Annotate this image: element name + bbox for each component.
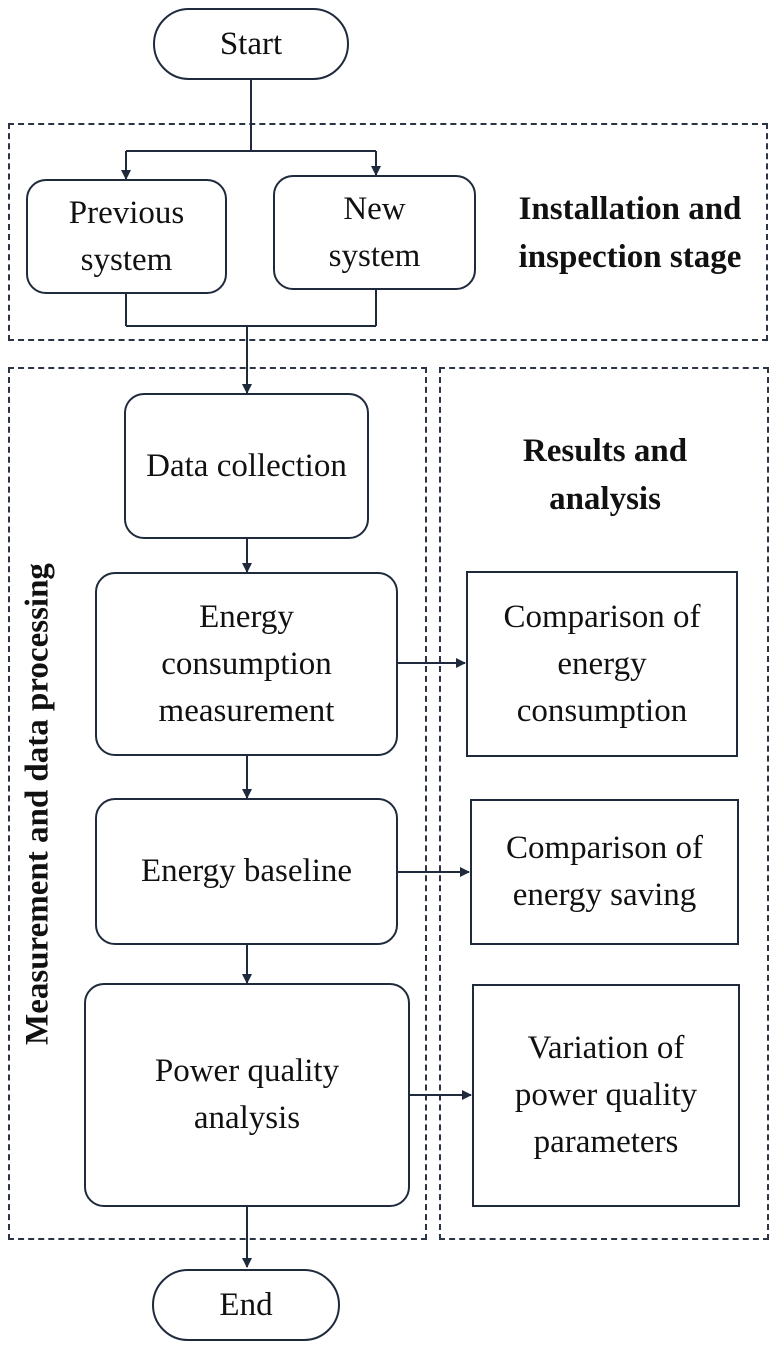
end-terminal: End [152,1269,340,1341]
energy-baseline-node: Energy baseline [95,798,398,945]
previous-system-node: Previous system [26,179,227,294]
variation-power-quality-node: Variation of power quality parameters [472,984,740,1207]
power-quality-analysis-node: Power quality analysis [84,983,410,1207]
energy-consumption-measurement-node: Energy consumption measurement [95,572,398,756]
results-stage-title: Results and analysis [522,433,688,517]
start-terminal: Start [153,8,349,80]
installation-stage-region [8,123,768,341]
comparison-energy-consumption-node: Comparison of energy consumption [466,571,738,757]
new-system-node: New system [273,175,476,290]
comparison-energy-saving-node: Comparison of energy saving [470,799,739,945]
installation-stage-title: Installation and inspection stage [518,191,742,275]
results-stage-region [439,367,769,1240]
measurement-stage-region [8,367,427,1240]
data-collection-node: Data collection [124,393,369,539]
